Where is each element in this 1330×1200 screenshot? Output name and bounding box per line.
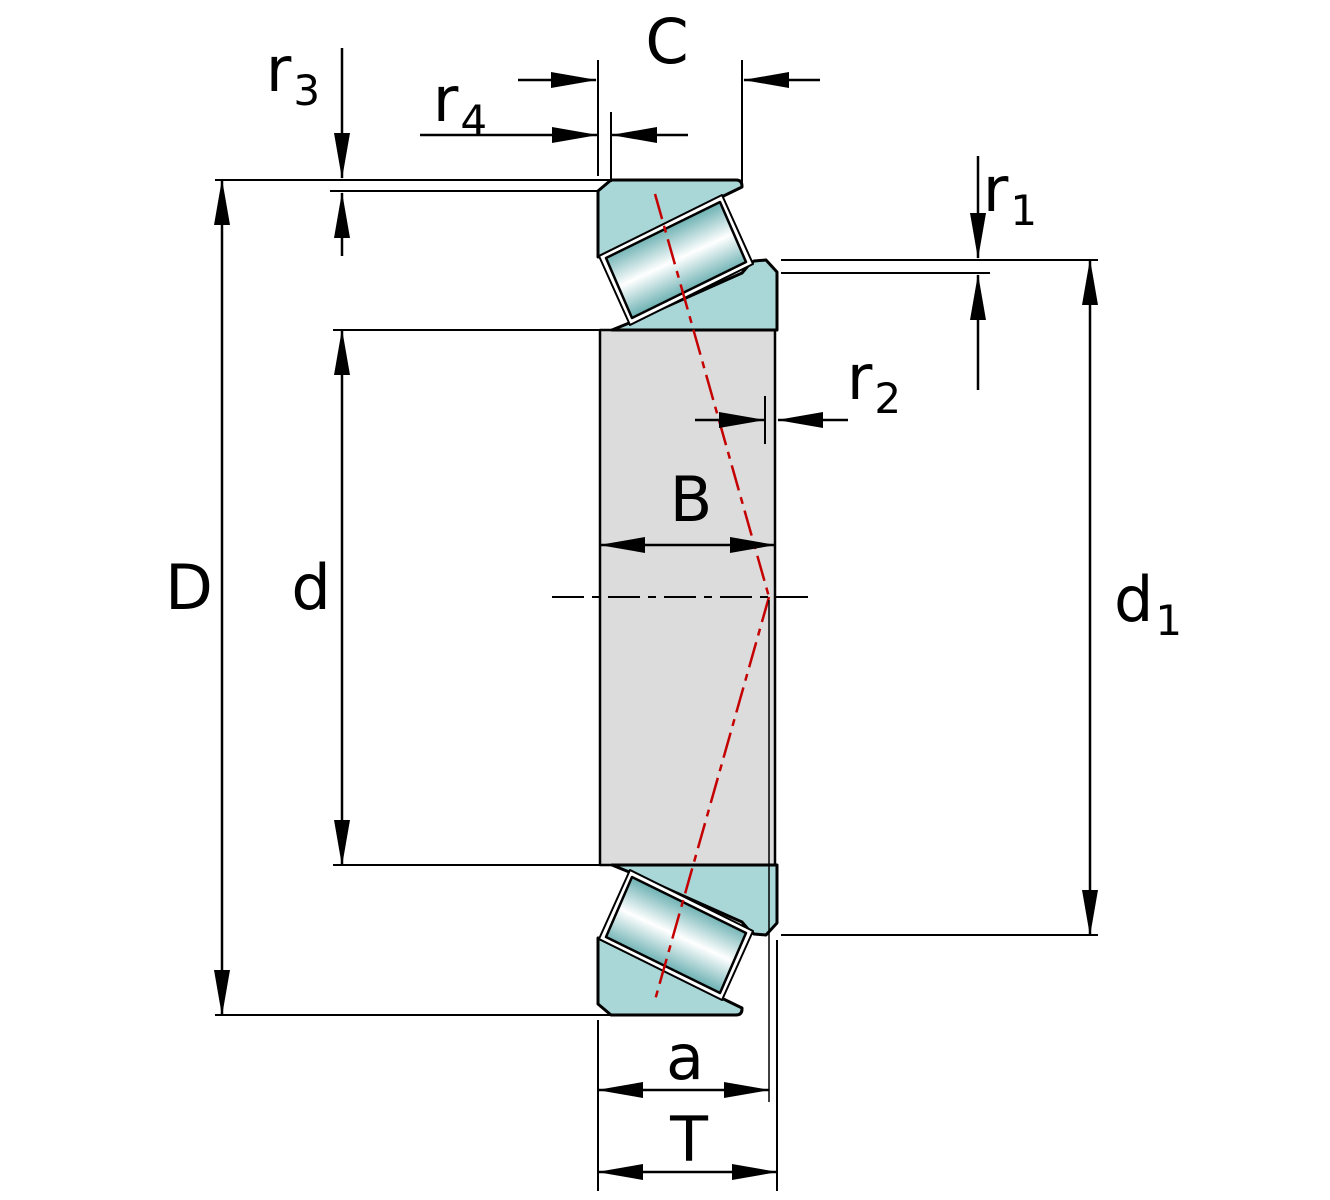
- label-d: d: [291, 551, 331, 624]
- tapered-roller-lower: [604, 875, 748, 995]
- label-r1: r1: [982, 153, 1038, 235]
- label-D: D: [165, 551, 213, 624]
- label-r3: r3: [265, 33, 321, 115]
- label-r2: r2: [846, 341, 902, 423]
- extension-lines: [215, 60, 1098, 1191]
- dimension-lines: [214, 48, 1098, 1180]
- label-d1: d1: [1113, 563, 1183, 645]
- tapered-roller-upper: [604, 200, 748, 320]
- label-C: C: [645, 5, 689, 78]
- pressure-line-upper: [653, 193, 771, 598]
- pressure-lines: [653, 193, 771, 1001]
- label-B: B: [669, 463, 713, 536]
- pressure-line-lower: [653, 596, 771, 1001]
- label-a: a: [666, 1021, 704, 1094]
- label-T: T: [670, 1103, 708, 1176]
- label-r4: r4: [432, 63, 488, 145]
